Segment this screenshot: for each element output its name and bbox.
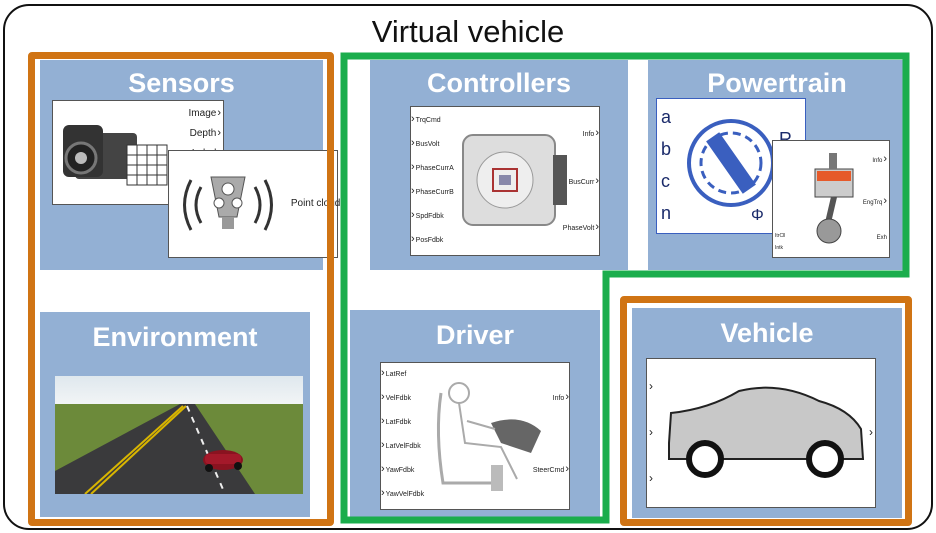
engine-out-exh: Exh: [876, 235, 887, 241]
driver-in-latvelfdbk: LatVelFdbk: [381, 439, 421, 451]
motor-port-a: a: [661, 107, 672, 127]
driver-in-yawvelfdbk: YawVelFdbk: [381, 487, 424, 499]
driver-seat-icon: [436, 382, 541, 491]
motor-port-b: b: [661, 139, 672, 159]
camera-port-depth: Depth: [190, 127, 221, 139]
environment-title: Environment: [92, 322, 258, 352]
controller-in-posfdbk: PosFdbk: [411, 233, 444, 245]
controllers-title: Controllers: [426, 68, 572, 98]
controller-in-busvolt: BusVolt: [411, 137, 440, 149]
driver-out-info: Info: [553, 391, 569, 403]
environment-panel: Environment: [40, 312, 310, 517]
camera-port-image: Image: [189, 107, 221, 119]
camera-icon: [63, 125, 168, 186]
driver-in-latfdbk: LatFdbk: [381, 415, 411, 427]
engine-piston-icon: [814, 153, 854, 244]
controller-in-spdfdbk: SpdFdbk: [411, 209, 444, 221]
driver-block[interactable]: LatRef VelFdbk LatFdbk LatVelFdbk YawFdb…: [380, 362, 570, 510]
powertrain-panel: Powertrain a b c n R C Φ Info EngTrq Exh…: [648, 60, 906, 270]
radar-port-point-cloud: Point cloud: [291, 197, 345, 209]
driver-panel: Driver LatRef VelFdbk LatFdbk LatVelFdbk…: [350, 310, 600, 517]
controller-in-phasecurra: PhaseCurrA: [411, 161, 454, 173]
engine-in-itrcll: ItrCll: [775, 233, 786, 239]
engine-out-info: Info: [872, 153, 887, 165]
motor-port-c: c: [661, 171, 670, 191]
orange-group-vehicle: [620, 296, 912, 526]
road-scene-image: [55, 376, 303, 494]
powertrain-title: Powertrain: [707, 68, 847, 98]
driver-title: Driver: [435, 320, 515, 350]
orange-group-sensors-environment: [28, 52, 334, 526]
controller-block[interactable]: TrqCmd BusVolt PhaseCurrA PhaseCurrB Spd…: [410, 106, 600, 256]
radar-block[interactable]: Point cloud: [168, 150, 340, 258]
engine-in-intk: Intk: [775, 245, 784, 251]
driver-in-latref: LatRef: [381, 367, 407, 379]
controller-in-trqcmd: TrqCmd: [411, 113, 441, 125]
ecu-icon: [462, 134, 567, 226]
controllers-panel: Controllers TrqCmd BusVolt PhaseCurrA Ph…: [370, 60, 628, 270]
engine-block[interactable]: Info EngTrq Exh ItrCll Intk: [772, 140, 890, 258]
driver-in-velfdbk: VelFdbk: [381, 391, 411, 403]
sensors-panel: Sensors Image Depth Label Point cloud: [40, 60, 340, 270]
motor-port-n: n: [661, 203, 672, 223]
controller-in-phasecurrb: PhaseCurrB: [411, 185, 454, 197]
diagram-title: Virtual vehicle: [371, 14, 565, 49]
controller-out-info: Info: [583, 127, 599, 139]
radar-icon: [183, 176, 273, 231]
sensors-title: Sensors: [128, 68, 235, 98]
motor-icon: [687, 119, 775, 207]
virtual-vehicle-frame: [3, 4, 933, 530]
driver-in-yawfdbk: YawFdbk: [381, 463, 415, 475]
